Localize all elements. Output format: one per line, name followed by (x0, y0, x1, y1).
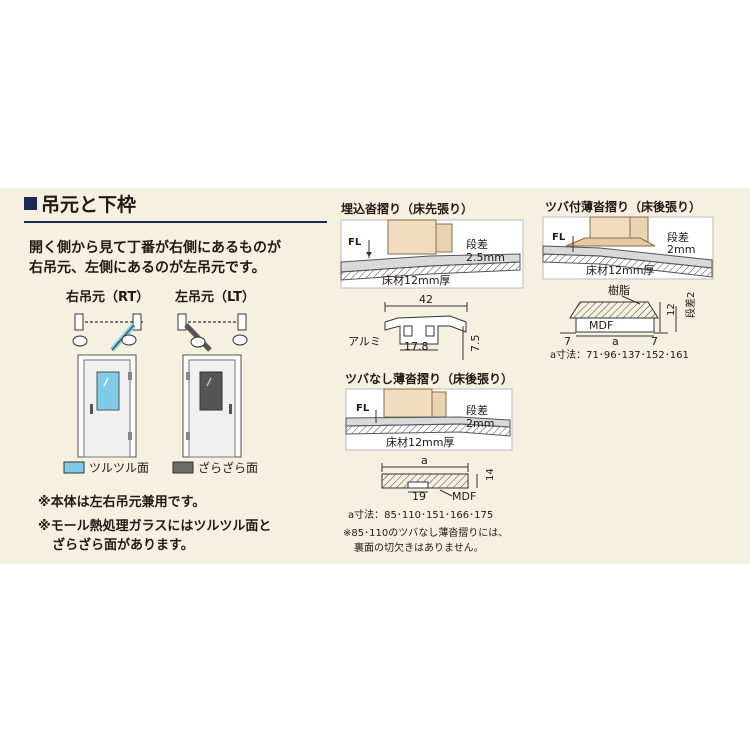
intro-line2: 右吊元、左側にあるのが左吊元です。 (28, 259, 266, 276)
d3-right7: 7 (651, 335, 658, 348)
d2-floor: 床材12mm厚 (386, 435, 454, 449)
d3-height12: 12 (666, 303, 677, 316)
d2-mdf: MDF (452, 490, 476, 503)
d1-height: 7.5 (469, 335, 482, 353)
d1-profile (384, 302, 468, 360)
d3-mdf: MDF (589, 319, 613, 332)
intro-line1: 開く側から見て丁番が右側にあるものが (29, 239, 282, 256)
d1-fl: FL (348, 237, 362, 248)
d3-sizes: a寸法：71･96･137･152･161 (550, 348, 689, 361)
d2-note1: ※85･110のツバなし薄沓摺りには、 (343, 526, 508, 539)
d1-section-view (340, 219, 524, 289)
d3-floor: 床材12mm厚 (586, 263, 654, 277)
d3-step: 段差 (667, 230, 689, 244)
d3-title: ツバ付薄沓摺り（床後張り） (545, 199, 701, 214)
d2-note2: 裏面の切欠きはありません。 (354, 541, 484, 554)
note1: ※本体は左右吊元兼用です。 (38, 494, 205, 510)
d1-width: 42 (419, 293, 433, 306)
lt-door (182, 354, 242, 458)
d2-a: a (421, 454, 428, 467)
d3-a: a (612, 335, 619, 348)
d1-step: 段差 (466, 237, 488, 251)
smooth-label: ツルツル面 (89, 461, 149, 475)
d1-title: 埋込沓摺り（床先張り） (341, 201, 473, 216)
rt-top-view (72, 313, 145, 352)
section-title: 吊元と下枠 (41, 193, 136, 216)
lt-top-view (177, 313, 248, 352)
right-hinge-label: 右吊元（RT） (65, 289, 149, 305)
smooth-swatch (63, 461, 85, 474)
d2-height: 14 (485, 468, 496, 481)
rough-swatch (172, 461, 194, 474)
d3-step-val: 2mm (667, 243, 695, 256)
title-square-icon (24, 197, 37, 210)
d1-step-val: 2.5mm (466, 251, 505, 264)
d1-floor: 床材12mm厚 (382, 273, 450, 287)
left-hinge-label: 左吊元（LT） (175, 289, 255, 305)
rt-door (77, 354, 137, 458)
d2-step-val: 2mm (466, 417, 494, 430)
d2-title: ツバなし薄沓摺り（床後張り） (345, 371, 513, 386)
d1-width2: 17.8 (404, 340, 429, 353)
d3-left7: 7 (564, 335, 571, 348)
d3-step2: 段差2 (684, 292, 697, 318)
d3-fl: FL (552, 232, 566, 243)
rough-label: ざらざら面 (198, 460, 258, 475)
d3-profile (560, 295, 677, 337)
d2-step: 段差 (466, 403, 488, 417)
d2-fl: FL (356, 403, 370, 414)
d2-profile (381, 463, 478, 497)
note2a: ※モール熱処理ガラスにはツルツル面と (38, 518, 271, 534)
d2-sizes: a寸法：85･110･151･166･175 (348, 508, 493, 521)
d1-alu: アルミ (348, 335, 381, 348)
d2-section-view (345, 388, 513, 451)
note2b: ざらざら面があります。 (52, 537, 194, 553)
d3-section-view (542, 216, 714, 280)
d2-width: 19 (412, 490, 426, 503)
d3-resin: 樹脂 (608, 283, 630, 297)
